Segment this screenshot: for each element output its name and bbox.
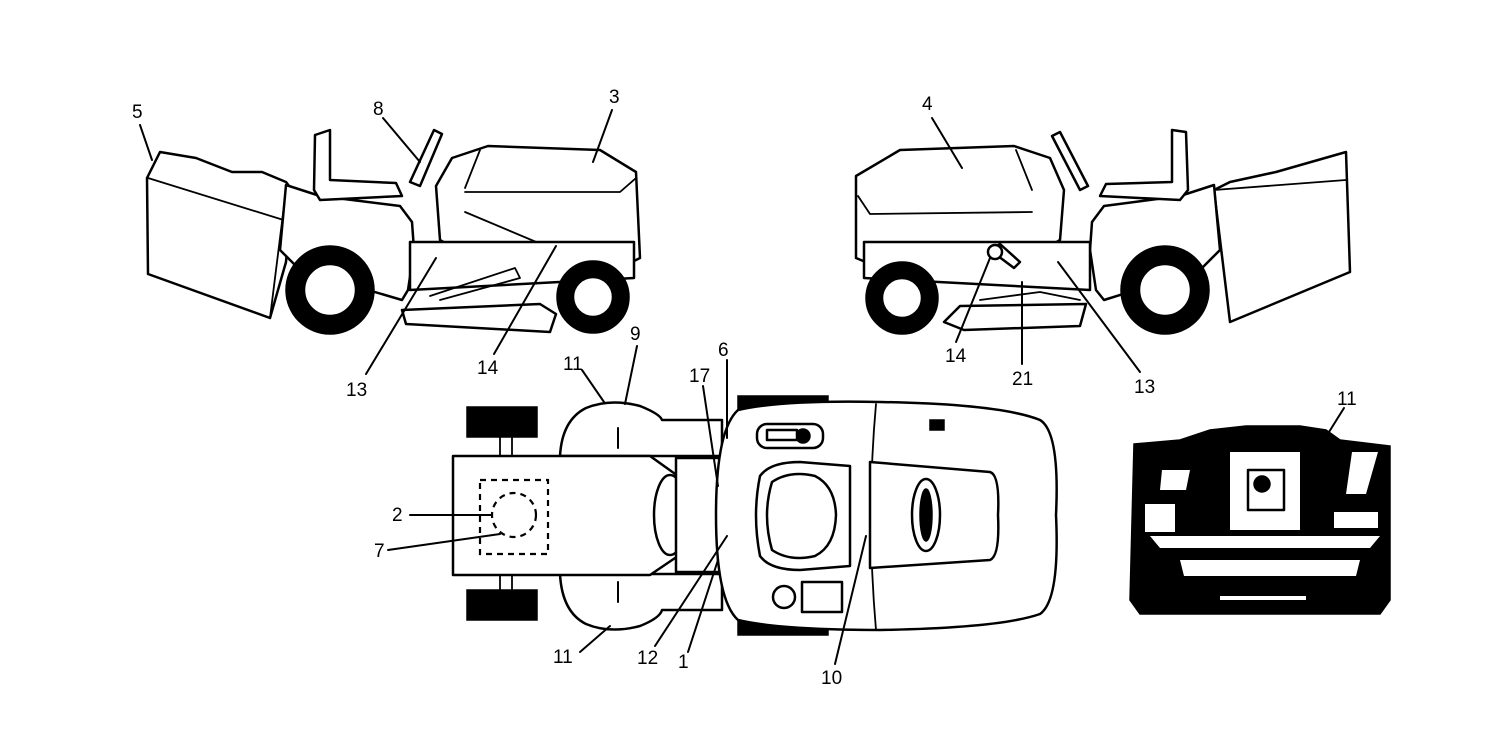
callout-12: 12 bbox=[637, 648, 658, 669]
callout-5: 5 bbox=[132, 102, 143, 123]
fuel-cap bbox=[771, 584, 797, 610]
top-view-tractor bbox=[451, 395, 1058, 636]
callout-14-left: 14 bbox=[477, 358, 499, 379]
rear-decal-box bbox=[800, 580, 844, 614]
left-side-view-tractor bbox=[145, 128, 642, 335]
steering-wheel bbox=[408, 128, 444, 188]
grass-collector-bag-right bbox=[1212, 150, 1352, 324]
callout-11-rear: 11 bbox=[1337, 389, 1357, 410]
callout-7: 7 bbox=[374, 541, 385, 562]
callout-1: 1 bbox=[678, 652, 689, 673]
warning-decal bbox=[1145, 504, 1175, 532]
deck-right-half bbox=[558, 572, 724, 631]
callout-numbers: 5 8 3 13 14 4 14 21 13 9 11 6 17 2 7 11 … bbox=[132, 87, 1357, 689]
mower-deck-right bbox=[942, 302, 1088, 332]
right-side-view-tractor bbox=[854, 128, 1352, 335]
leader-lines bbox=[139, 109, 1345, 665]
front-right-wheel bbox=[466, 589, 538, 621]
rear-wheel-hub bbox=[302, 262, 358, 318]
callout-13-right: 13 bbox=[1134, 377, 1155, 398]
callout-2: 2 bbox=[392, 505, 403, 526]
seat-right bbox=[1098, 128, 1190, 202]
callout-9: 9 bbox=[630, 324, 641, 345]
callout-6: 6 bbox=[718, 340, 729, 361]
front-left-wheel bbox=[466, 406, 538, 438]
callout-11-top: 11 bbox=[563, 354, 583, 375]
callout-3: 3 bbox=[609, 87, 620, 108]
mower-deck bbox=[400, 302, 558, 334]
callout-11-bottom: 11 bbox=[553, 647, 573, 668]
callout-14-right: 14 bbox=[945, 346, 967, 367]
front-wheel-hub bbox=[571, 275, 615, 319]
seat bbox=[312, 128, 404, 202]
front-wheel-hub-right bbox=[880, 276, 924, 320]
engine-area-dashed bbox=[478, 478, 550, 556]
deck-left-half bbox=[558, 401, 724, 458]
callout-17: 17 bbox=[689, 366, 710, 387]
callout-4: 4 bbox=[922, 94, 933, 115]
callout-10: 10 bbox=[821, 668, 842, 689]
callout-21: 21 bbox=[1012, 369, 1033, 390]
steering-wheel-right bbox=[1050, 130, 1090, 192]
grass-collector-bag bbox=[145, 150, 294, 320]
rear-panel-view bbox=[1129, 425, 1391, 615]
rear-wheel-hub-right bbox=[1137, 262, 1193, 318]
callout-13-left: 13 bbox=[346, 380, 367, 401]
callout-8: 8 bbox=[373, 99, 384, 120]
